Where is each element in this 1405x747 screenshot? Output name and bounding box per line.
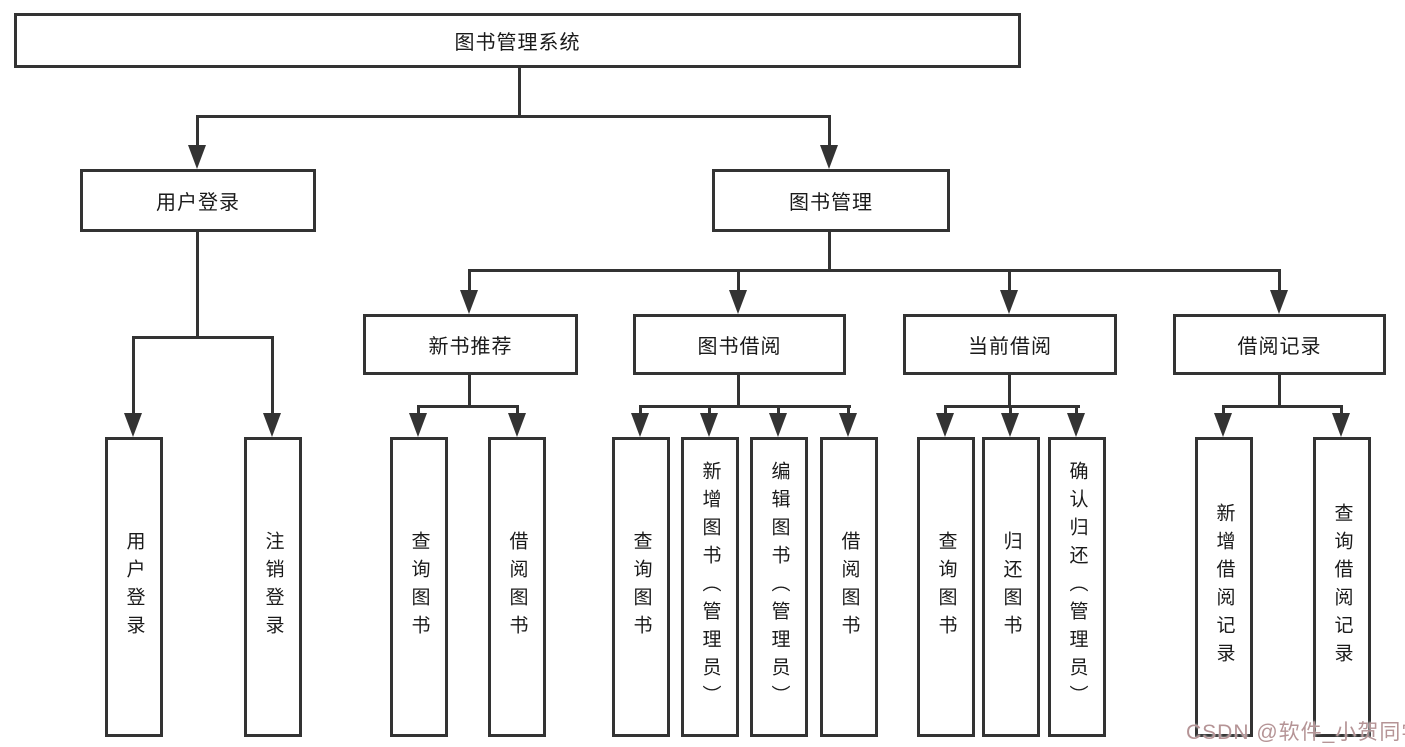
- leaf-user-login: 用户登录: [105, 437, 163, 737]
- leaf-borrow-books-recommend-label: 借阅图书: [506, 531, 528, 643]
- connector-arrow-down: [1067, 413, 1085, 437]
- leaf-confirm-return-admin: 确认归还（管理员）: [1048, 437, 1106, 737]
- connector-line: [196, 232, 199, 339]
- leaf-confirm-return-admin-label: 确认归还（管理员）: [1066, 461, 1088, 713]
- connector-line: [271, 336, 274, 416]
- connector-line: [1222, 405, 1343, 408]
- connector-arrow-down: [1000, 290, 1018, 314]
- connector-line: [828, 115, 831, 148]
- leaf-add-borrow-record: 新增借阅记录: [1195, 437, 1253, 737]
- node-user-login: 用户登录: [80, 169, 316, 232]
- leaf-add-books-admin-label: 新增图书（管理员）: [699, 461, 721, 713]
- connector-arrow-down: [700, 413, 718, 437]
- connector-line: [847, 405, 850, 417]
- connector-arrow-down: [839, 413, 857, 437]
- connector-line: [737, 269, 740, 292]
- connector-line: [196, 115, 199, 148]
- leaf-return-books-label: 归还图书: [1000, 531, 1022, 643]
- csdn-watermark: CSDN @软件_小贺同学: [1186, 721, 1405, 744]
- connector-line: [708, 405, 711, 417]
- connector-line: [639, 405, 642, 417]
- node-new-book-recommend: 新书推荐: [363, 314, 578, 375]
- leaf-user-login-label: 用户登录: [123, 531, 145, 643]
- leaf-query-borrow-record-label: 查询借阅记录: [1331, 503, 1353, 671]
- leaf-logout: 注销登录: [244, 437, 302, 737]
- connector-line: [468, 269, 1281, 272]
- node-book-borrow-label: 图书借阅: [697, 336, 782, 358]
- node-book-management: 图书管理: [712, 169, 950, 232]
- connector-arrow-down: [188, 145, 206, 169]
- leaf-query-books-current: 查询图书: [917, 437, 975, 737]
- connector-arrow-down: [508, 413, 526, 437]
- connector-line: [1222, 405, 1225, 417]
- leaf-query-books-current-label: 查询图书: [935, 531, 957, 643]
- connector-line: [944, 405, 1080, 408]
- connector-arrow-down: [631, 413, 649, 437]
- connector-line: [1278, 375, 1281, 408]
- connector-line: [1008, 269, 1011, 292]
- node-new-book-recommend-label: 新书推荐: [428, 336, 513, 358]
- connector-line: [777, 405, 780, 417]
- leaf-edit-books-admin-label: 编辑图书（管理员）: [768, 461, 790, 713]
- connector-arrow-down: [460, 290, 478, 314]
- connector-line: [516, 405, 519, 417]
- connector-arrow-down: [820, 145, 838, 169]
- connector-arrow-down: [936, 413, 954, 437]
- node-user-login-label: 用户登录: [156, 192, 240, 214]
- connector-arrow-down: [1332, 413, 1350, 437]
- connector-arrow-down: [124, 413, 142, 437]
- connector-arrow-down: [1270, 290, 1288, 314]
- connector-line: [132, 336, 274, 339]
- connector-line: [1009, 405, 1012, 417]
- node-current-borrow-label: 当前借阅: [968, 336, 1052, 358]
- connector-line: [468, 375, 471, 408]
- connector-line: [737, 375, 740, 408]
- connector-line: [1278, 269, 1281, 292]
- connector-line: [1008, 375, 1011, 408]
- leaf-edit-books-admin: 编辑图书（管理员）: [750, 437, 808, 737]
- connector-line: [944, 405, 947, 417]
- leaf-borrow-books-recommend: 借阅图书: [488, 437, 546, 737]
- connector-line: [132, 336, 135, 416]
- leaf-add-borrow-record-label: 新增借阅记录: [1213, 503, 1235, 671]
- node-borrow-records: 借阅记录: [1173, 314, 1386, 375]
- connector-line: [518, 68, 521, 118]
- leaf-query-books-recommend: 查询图书: [390, 437, 448, 737]
- leaf-query-books-recommend-label: 查询图书: [408, 531, 430, 643]
- connector-line: [1340, 405, 1343, 417]
- node-root-label: 图书管理系统: [454, 32, 581, 54]
- leaf-logout-label: 注销登录: [262, 531, 284, 643]
- connector-line: [417, 405, 420, 417]
- connector-arrow-down: [1001, 413, 1019, 437]
- connector-arrow-down: [263, 413, 281, 437]
- node-book-management-label: 图书管理: [789, 192, 873, 214]
- connector-arrow-down: [769, 413, 787, 437]
- leaf-return-books: 归还图书: [982, 437, 1040, 737]
- connector-arrow-down: [729, 290, 747, 314]
- node-current-borrow: 当前借阅: [903, 314, 1117, 375]
- connector-line: [639, 405, 851, 408]
- connector-line: [1075, 405, 1078, 417]
- connector-arrow-down: [1214, 413, 1232, 437]
- leaf-add-books-admin: 新增图书（管理员）: [681, 437, 739, 737]
- leaf-query-books-borrow: 查询图书: [612, 437, 670, 737]
- connector-line: [196, 115, 831, 118]
- node-root: 图书管理系统: [14, 13, 1021, 68]
- leaf-borrow-books: 借阅图书: [820, 437, 878, 737]
- connector-arrow-down: [409, 413, 427, 437]
- leaf-query-books-borrow-label: 查询图书: [630, 531, 652, 643]
- leaf-query-borrow-record: 查询借阅记录: [1313, 437, 1371, 737]
- connector-line: [417, 405, 519, 408]
- leaf-borrow-books-label: 借阅图书: [838, 531, 860, 643]
- node-borrow-records-label: 借阅记录: [1237, 336, 1322, 358]
- node-book-borrow: 图书借阅: [633, 314, 846, 375]
- connector-line: [828, 232, 831, 272]
- connector-line: [468, 269, 471, 292]
